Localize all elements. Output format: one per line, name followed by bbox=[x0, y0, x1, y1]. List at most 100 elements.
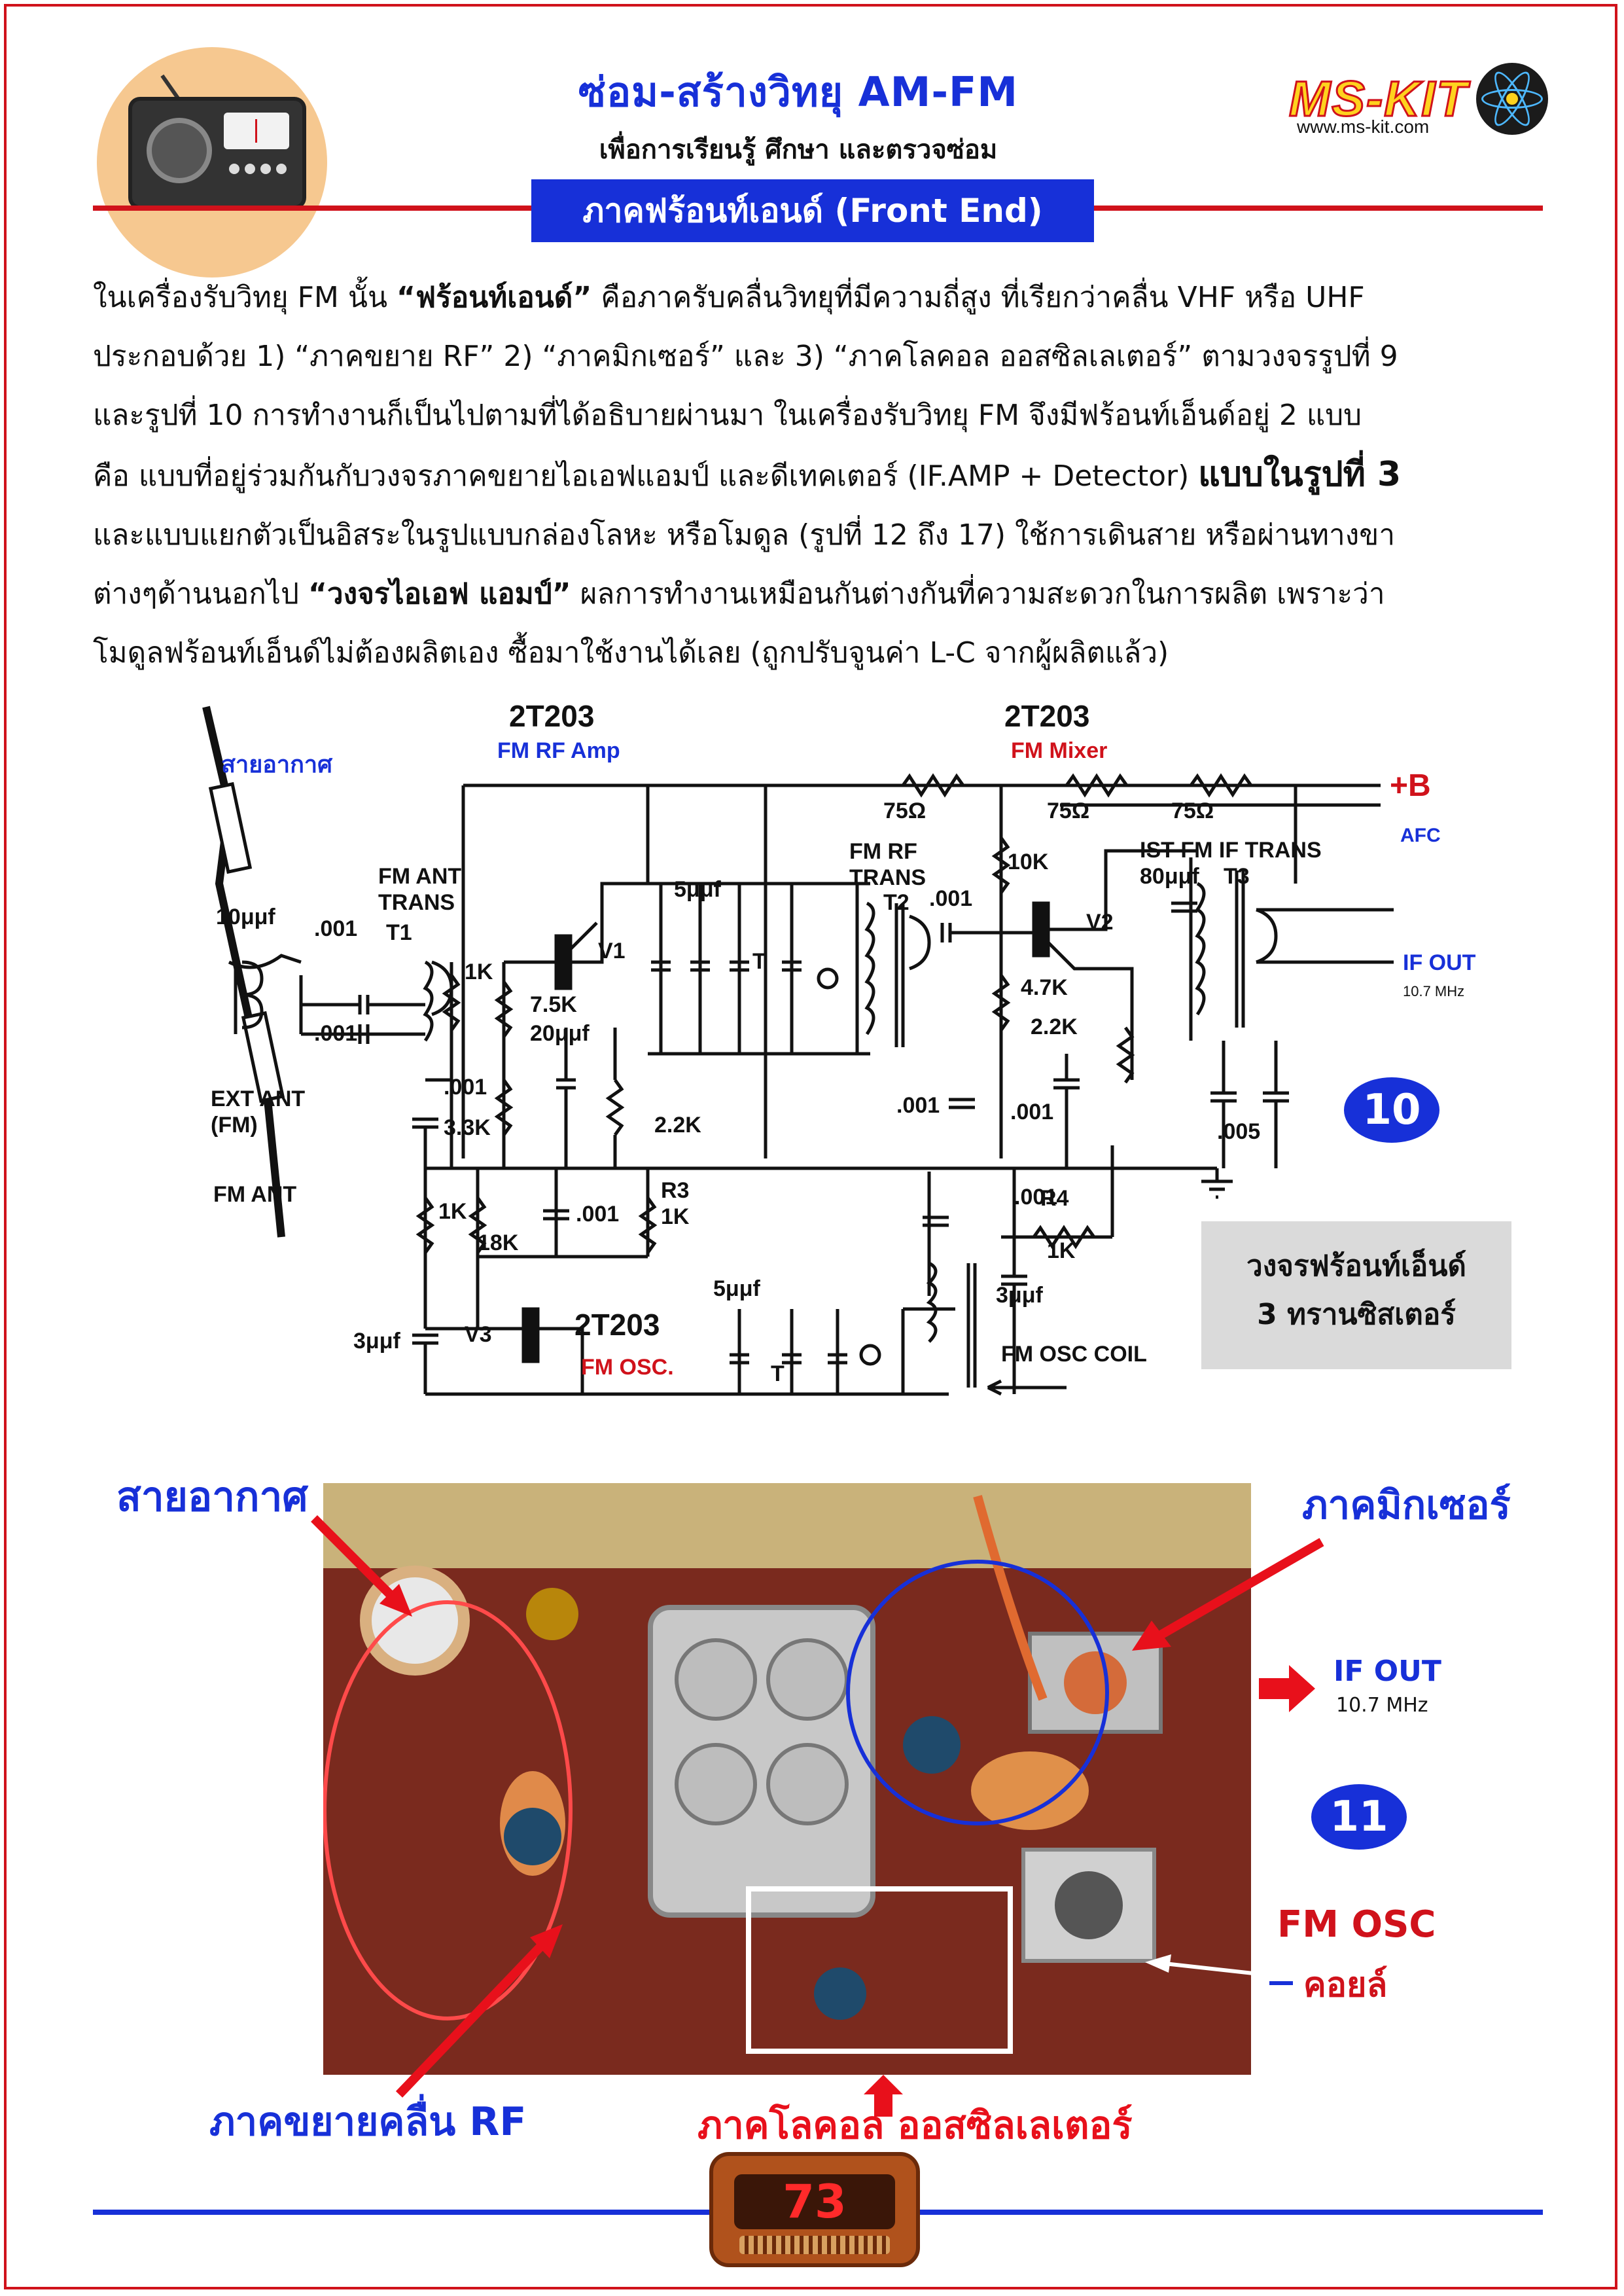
body-line: โมดูลฟร้อนท์เอ็นด์ไม่ต้องผลิตเอง ซื้อมาใ… bbox=[93, 636, 1169, 670]
ext-ant-label-1: EXT ANT bbox=[211, 1086, 305, 1111]
r3-value-label: 1K bbox=[661, 1204, 690, 1229]
photo-coil-label: คอยล์ bbox=[1303, 1965, 1388, 2005]
r22k2-label: 2.2K bbox=[1031, 1014, 1078, 1039]
q2-part-label: 2T203 bbox=[1004, 699, 1089, 733]
c3b-label: 3μμf bbox=[996, 1283, 1044, 1308]
q1-part-label: 2T203 bbox=[509, 699, 594, 733]
page-number: 73 bbox=[734, 2174, 895, 2229]
r4-label: R4 bbox=[1040, 1186, 1069, 1211]
c001a-label: .001 bbox=[314, 916, 357, 941]
c001f-label: .001 bbox=[896, 1093, 940, 1118]
photo-rf-amp-label: ภาคขยายคลื่น RF bbox=[209, 2099, 527, 2145]
atom-icon bbox=[1476, 63, 1548, 135]
if-out-arrow-icon bbox=[1259, 1665, 1315, 1712]
coil-pointer-icon bbox=[1145, 1954, 1293, 1985]
c005-label: .005 bbox=[1217, 1119, 1260, 1144]
grill-icon bbox=[739, 2236, 890, 2254]
r4-value-label: 1K bbox=[1047, 1238, 1076, 1263]
r75a-label: 75Ω bbox=[883, 798, 926, 823]
photo-mixer-label: ภาคมิกเซอร์ bbox=[1302, 1482, 1511, 1528]
r33k-label: 3.3K bbox=[444, 1115, 491, 1140]
tuning-dial-icon bbox=[224, 113, 289, 149]
rf-trans-label-2: TRANS bbox=[849, 865, 926, 890]
t1-label: T1 bbox=[386, 920, 412, 945]
plus-b-label: +B bbox=[1390, 768, 1431, 803]
brand-logo: MS-KIT bbox=[1288, 71, 1468, 128]
r22k-label: 2.2K bbox=[654, 1113, 701, 1138]
body-line: และแบบแยกตัวเป็นอิสระในรูปแบบกล่องโลหะ ห… bbox=[93, 518, 1396, 552]
section-tag: ภาคฟร้อนท์เอนด์ (Front End) bbox=[531, 179, 1094, 242]
t2-label: T2 bbox=[883, 890, 909, 915]
c5b-label: 5μμf bbox=[713, 1276, 761, 1301]
rf-arrow-icon bbox=[395, 1924, 563, 2098]
photo-osc-label: FM OSC bbox=[1277, 1903, 1436, 1946]
v2-label: V2 bbox=[1086, 910, 1114, 935]
c001h-label: .001 bbox=[1014, 1185, 1057, 1210]
c5a-label: 5μμf bbox=[674, 877, 722, 902]
r47k-label: 4.7K bbox=[1021, 975, 1068, 1000]
c10-label: 10μμf bbox=[216, 905, 275, 929]
v1-label: V1 bbox=[598, 939, 626, 963]
if-trans-label: IST FM IF TRANS bbox=[1140, 838, 1322, 863]
q3-role-label: FM OSC. bbox=[581, 1355, 674, 1380]
r75k-label: 7.5K bbox=[530, 992, 577, 1017]
antenna-arrow-icon bbox=[311, 1515, 412, 1617]
mixer-arrow-icon bbox=[1132, 1537, 1324, 1651]
r1k2-label: 1K bbox=[438, 1199, 467, 1224]
r75b-label: 75Ω bbox=[1047, 798, 1089, 823]
figure-number-badge: 11 bbox=[1311, 1784, 1407, 1850]
photo-if-out-label: IF OUT bbox=[1333, 1655, 1441, 1688]
v3-label: V3 bbox=[465, 1322, 492, 1347]
body-paragraph: ในเครื่องรับวิทยุ FM นั้น “ฟร้อนท์เอนด์”… bbox=[93, 268, 1559, 683]
c001g-label: .001 bbox=[576, 1202, 619, 1227]
afc-label: AFC bbox=[1400, 825, 1441, 846]
ant-trans-label-1: FM ANT bbox=[378, 864, 461, 889]
r1k-label: 1K bbox=[465, 960, 493, 984]
c3a-label: 3μμf bbox=[353, 1329, 401, 1354]
caption-line: 3 ทรานซิสเตอร์ bbox=[1257, 1298, 1456, 1331]
rf-trans-label-1: FM RF bbox=[849, 839, 917, 864]
body-line: และรูปที่ 10 การทำงานก็เป็นไปตามที่ได้อธ… bbox=[93, 399, 1362, 432]
if-freq-label: 10.7 MHz bbox=[1403, 983, 1464, 999]
c20-label: 20μμf bbox=[530, 1021, 590, 1046]
body-line: คือ แบบที่อยู่ร่วมกันกับวงจรภาคขยายไอเอฟ… bbox=[93, 455, 1402, 494]
c80-label: 80μμf bbox=[1140, 864, 1199, 889]
body-line: ประกอบด้วย 1) “ภาคขยาย RF” 2) “ภาคมิกเซอ… bbox=[93, 340, 1398, 373]
ant-trans-label-2: TRANS bbox=[378, 890, 455, 915]
local-osc-arrow-icon bbox=[864, 2075, 903, 2117]
speaker-icon bbox=[147, 118, 212, 183]
ext-ant-label-2: (FM) bbox=[211, 1113, 258, 1138]
footer-radio-icon: 73 bbox=[709, 2152, 920, 2267]
header-rule-right bbox=[1094, 206, 1543, 211]
r18k-label: 18K bbox=[478, 1230, 519, 1255]
schematic-caption-box: วงจรฟร้อนท์เอ็นด์ 3 ทรานซิสเตอร์ bbox=[1201, 1221, 1511, 1369]
knobs-icon bbox=[226, 161, 289, 187]
body-line: ต่างๆด้านนอกไป “วงจรไอเอฟ แอมป์” ผลการทำ… bbox=[93, 577, 1385, 611]
osc-coil-label: FM OSC COIL bbox=[1001, 1342, 1147, 1367]
fm-ant-label: FM ANT bbox=[213, 1182, 296, 1207]
page-title: ซ่อม-สร้างวิทยุ AM-FM bbox=[578, 68, 1019, 116]
header-rule-left bbox=[93, 206, 531, 211]
body-line: ในเครื่องรับวิทยุ FM นั้น “ฟร้อนท์เอนด์”… bbox=[93, 281, 1365, 314]
antenna-label: สายอากาศ bbox=[221, 751, 333, 778]
page-subtitle: เพื่อการเรียนรู้ ศึกษา และตรวจซ่อม bbox=[599, 135, 998, 165]
radio-icon bbox=[128, 97, 306, 209]
figure-number-badge: 10 bbox=[1344, 1077, 1439, 1143]
if-out-label: IF OUT bbox=[1403, 950, 1476, 975]
c001c-label: .001 bbox=[444, 1075, 487, 1100]
q3-part-label: 2T203 bbox=[574, 1308, 660, 1342]
pcb-photo-drawing bbox=[323, 1483, 1251, 2075]
photo-if-freq-label: 10.7 MHz bbox=[1336, 1694, 1428, 1717]
pcb-photo bbox=[323, 1483, 1251, 2075]
q2-role-label: FM Mixer bbox=[1011, 738, 1107, 763]
photo-local-osc-label: ภาคโลคอล ออสซิลเลเตอร์ bbox=[697, 2103, 1133, 2147]
t-b-label: T bbox=[771, 1361, 785, 1386]
page-border bbox=[4, 4, 1617, 2289]
r10k-label: 10K bbox=[1008, 850, 1049, 874]
r3-label: R3 bbox=[661, 1178, 689, 1203]
photo-antenna-label: สายอากาศ bbox=[116, 1473, 308, 1520]
t-a-label: T bbox=[752, 949, 766, 974]
front-end-schematic: 2T203 FM RF Amp 2T203 FM Mixer สายอากาศ … bbox=[202, 699, 1476, 1396]
website-link[interactable]: www.ms-kit.com bbox=[1297, 117, 1430, 137]
caption-line: วงจรฟร้อนท์เอ็นด์ bbox=[1246, 1249, 1466, 1283]
